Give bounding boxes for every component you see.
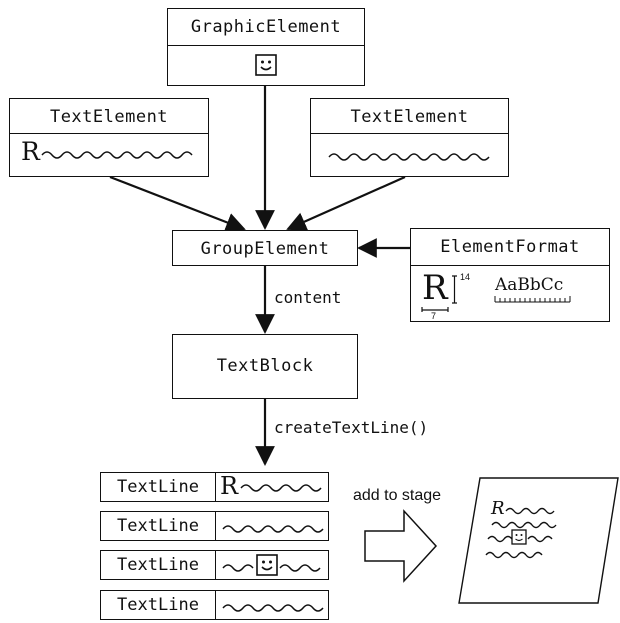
create-text-line-label: createTextLine() (274, 418, 429, 437)
width-value: 7 (431, 311, 437, 321)
smiley-icon (256, 554, 278, 576)
text-line-label: TextLine (101, 551, 216, 579)
edge-textleft-to-group (109, 175, 246, 232)
text-element-left-title: TextElement (49, 107, 169, 127)
graphic-element-title: GraphicElement (190, 17, 342, 37)
size-value: 14 (460, 272, 471, 282)
stage-letter: R (491, 498, 505, 519)
text-sample-letter: R (21, 137, 40, 166)
add-to-stage-label: add to stage (353, 487, 442, 504)
text-block-title: TextBlock (216, 356, 314, 376)
text-wave-icon (222, 525, 324, 533)
width-bracket-icon (421, 307, 449, 312)
text-wave-icon (328, 153, 490, 161)
text-element-right-node: TextElement (310, 98, 509, 177)
ruler-icon (494, 296, 571, 303)
text-wave-icon (222, 604, 324, 612)
graphic-element-node: GraphicElement (167, 8, 365, 86)
edge-textright-to-group (286, 175, 406, 231)
text-element-left-node: TextElement R (9, 98, 209, 177)
text-line-label: TextLine (101, 473, 216, 501)
text-line-row: TextLine (100, 550, 329, 580)
text-line-row: TextLine (100, 511, 329, 541)
text-line-row: TextLine (100, 590, 329, 620)
add-to-stage-arrow (364, 509, 438, 583)
smiley-icon (255, 54, 277, 76)
content-edge-label: content (274, 288, 342, 307)
text-wave-icon (222, 564, 254, 572)
size-bracket-icon (452, 275, 457, 304)
element-format-title: ElementFormat (440, 237, 580, 257)
text-wave-icon (41, 151, 193, 159)
wave-path (41, 151, 193, 159)
text-wave-icon (279, 564, 321, 572)
group-element-node: GroupElement (172, 230, 358, 266)
text-line-label: TextLine (101, 591, 216, 619)
text-line-label: TextLine (101, 512, 216, 540)
text-wave-icon (240, 484, 322, 492)
text-element-right-title: TextElement (350, 107, 469, 127)
element-format-node: ElementFormat R 14 7 AaBbCc (410, 228, 610, 322)
text-line-row: TextLine R (100, 472, 329, 502)
group-element-title: GroupElement (200, 239, 330, 259)
format-sample-letter: R (422, 268, 448, 308)
font-sample-text: AaBbCc (495, 275, 564, 295)
stage-content-icon (485, 507, 557, 559)
text-block-node: TextBlock (172, 334, 358, 399)
text-line-letter: R (220, 472, 239, 500)
